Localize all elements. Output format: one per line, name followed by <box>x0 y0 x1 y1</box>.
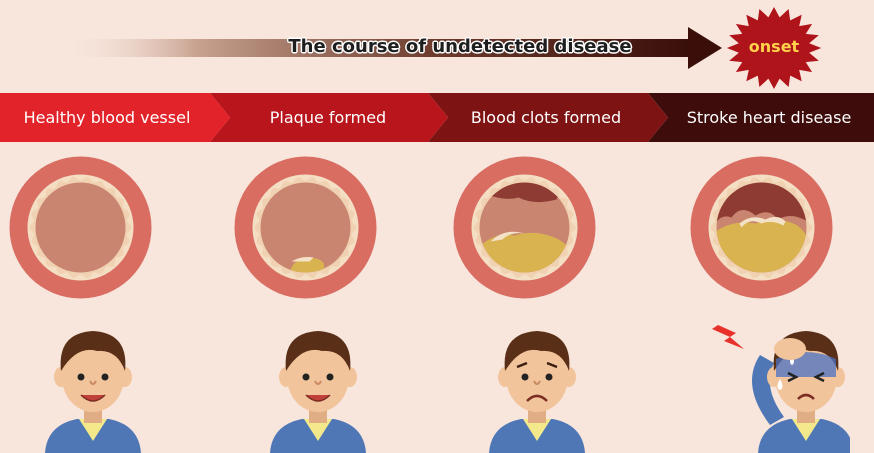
stage-label-clots: Blood clots formed <box>450 107 642 129</box>
eye <box>522 374 529 381</box>
person-plaque-icon <box>262 315 372 453</box>
vessel-plaque-icon <box>233 155 378 300</box>
person-stroke-icon <box>700 305 850 453</box>
stage-label-stroke: Stroke heart disease <box>668 107 870 129</box>
vessel-lumen <box>36 183 126 273</box>
vessel-stroke-icon <box>689 155 834 300</box>
vessel-clot-icon <box>452 155 597 300</box>
hand <box>774 338 806 360</box>
eye <box>303 374 310 381</box>
stage-label-healthy: Healthy blood vessel <box>4 107 210 129</box>
course-label: The course of undetected disease <box>200 36 720 57</box>
vessel-healthy-icon <box>8 155 153 300</box>
eye <box>327 374 334 381</box>
person-healthy-icon <box>37 315 147 453</box>
onset-label: onset <box>732 37 816 56</box>
eye <box>78 374 85 381</box>
stage-label-plaque: Plaque formed <box>232 107 424 129</box>
pain-bolt <box>712 325 744 349</box>
eye <box>546 374 553 381</box>
person-clot-icon <box>481 315 591 453</box>
eye <box>102 374 109 381</box>
